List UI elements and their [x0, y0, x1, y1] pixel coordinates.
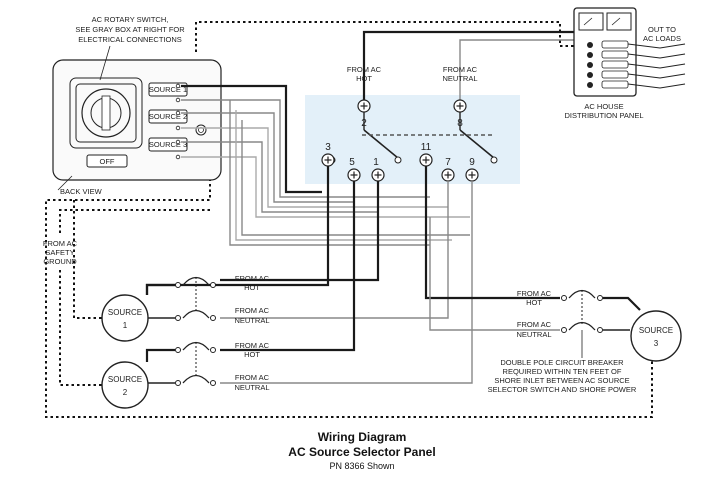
diagram-subtitle: AC Source Selector Panel [288, 445, 435, 459]
source-3-hot-line-2: HOT [526, 298, 542, 307]
source-2-neutral-line-2: NEUTRAL [234, 383, 269, 392]
back-view-pointer [57, 175, 73, 191]
terminal-label-11: 11 [421, 142, 432, 153]
switch-harness [181, 84, 470, 246]
source-1-hot-line-2: HOT [244, 283, 260, 292]
back-view-label: BACK VIEW [60, 187, 103, 196]
source-2-breaker [145, 341, 216, 386]
source-3: SOURCE 3 [630, 310, 682, 362]
source-wires [145, 166, 560, 384]
top-neutral-line-1: FROM AC [443, 65, 478, 74]
part-number: PN 8366 Shown [329, 461, 394, 471]
rotary-switch-back-view: SOURCE 1 SOURCE 2 SOURCE 3 OFF [52, 59, 222, 181]
terminal-label-1: 1 [373, 157, 379, 168]
source-1: SOURCE 1 [101, 294, 149, 342]
source-3-word: SOURCE [639, 326, 673, 335]
terminal-label-2: 2 [361, 118, 367, 129]
source-2-number: 2 [123, 388, 128, 397]
top-hot-line-2: HOT [356, 74, 372, 83]
switch-note-line-1: AC ROTARY SWITCH, [92, 15, 169, 24]
dist-panel-line-2: DISTRIBUTION PANEL [564, 111, 643, 120]
source-2-hot-line-1: FROM AC [235, 341, 270, 350]
terminal-label-5: 5 [349, 157, 355, 168]
source-2-hot-line-2: HOT [244, 350, 260, 359]
dist-panel-line-1: AC HOUSE [584, 102, 623, 111]
source-2: SOURCE 2 [101, 361, 149, 409]
out-to-loads-line-2: AC LOADS [643, 34, 681, 43]
distribution-panel [573, 7, 686, 97]
switch-position-1: SOURCE 1 [149, 85, 187, 94]
source-2-word: SOURCE [108, 375, 142, 384]
terminal-label-9: 9 [469, 157, 475, 168]
diagram-title: Wiring Diagram [318, 430, 407, 444]
safety-ground-line-1: FROM AC [43, 239, 78, 248]
terminal-label-3: 3 [325, 142, 331, 153]
source-3-breaker [561, 289, 641, 333]
source-1-word: SOURCE [108, 308, 142, 317]
source-1-neutral-line-2: NEUTRAL [234, 316, 269, 325]
switch-contact-box [305, 95, 520, 184]
terminal-label-7: 7 [445, 157, 451, 168]
out-to-loads-line-1: OUT TO [648, 25, 676, 34]
breaker-note-line-4: SELECTOR SWITCH AND SHORE POWER [488, 385, 637, 394]
source-1-breaker [145, 276, 216, 321]
hot-input-wire [362, 30, 574, 100]
terminal-screws [321, 99, 479, 182]
switch-note-pointer [99, 45, 111, 81]
switch-note-line-2: SEE GRAY BOX AT RIGHT FOR [75, 25, 185, 34]
terminal-label-8: 8 [457, 118, 463, 129]
safety-ground-line-2: SAFETY [45, 248, 74, 257]
switch-position-3: SOURCE 3 [149, 140, 187, 149]
breaker-note-line-2: REQUIRED WITHIN TEN FEET OF [503, 367, 622, 376]
top-neutral-line-2: NEUTRAL [442, 74, 477, 83]
source-3-number: 3 [654, 339, 659, 348]
source-3-neutral-line-1: FROM AC [517, 320, 552, 329]
source-1-neutral-line-1: FROM AC [235, 306, 270, 315]
top-hot-line-1: FROM AC [347, 65, 382, 74]
neutral-input-wire [459, 39, 574, 100]
breaker-note-line-1: DOUBLE POLE CIRCUIT BREAKER [500, 358, 624, 367]
source-3-neutral-line-2: NEUTRAL [516, 330, 551, 339]
breaker-note-line-3: SHORE INLET BETWEEN AC SOURCE [494, 376, 629, 385]
source-1-hot-line-1: FROM AC [235, 274, 270, 283]
source-3-hot-line-1: FROM AC [517, 289, 552, 298]
ground-wires [45, 21, 653, 418]
source-2-neutral-line-1: FROM AC [235, 373, 270, 382]
switch-position-2: SOURCE 2 [149, 112, 187, 121]
safety-ground-line-3: GROUND [43, 257, 77, 266]
switch-note-line-3: ELECTRICAL CONNECTIONS [78, 35, 182, 44]
source-1-number: 1 [123, 321, 128, 330]
switch-position-off: OFF [100, 157, 115, 166]
